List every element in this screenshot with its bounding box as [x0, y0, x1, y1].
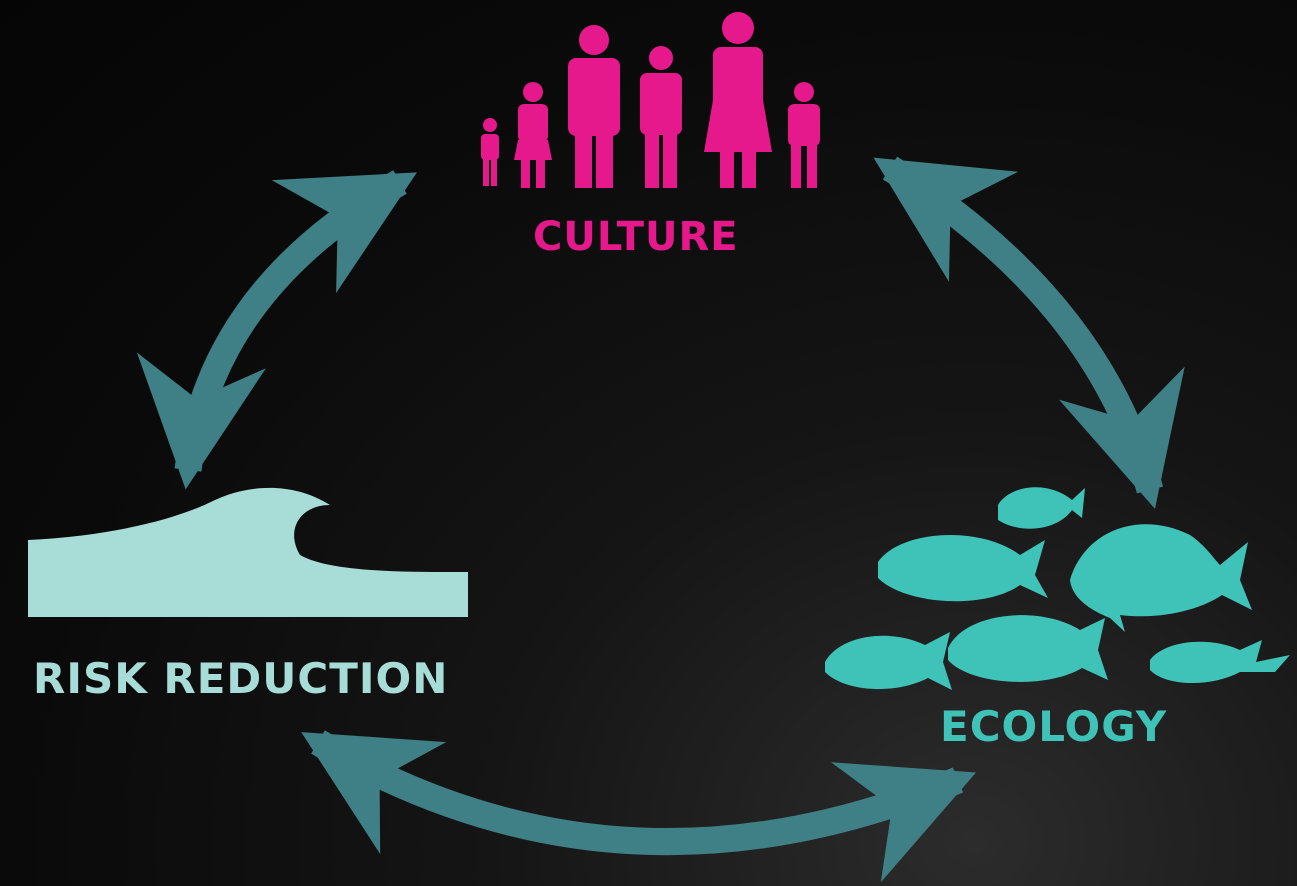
arrow-culture-risk: [136, 170, 417, 490]
fish-school-icon: [825, 487, 1290, 690]
ocean-wave-icon: [28, 487, 468, 617]
people-family-icon: [481, 12, 820, 188]
culture-label: CULTURE: [533, 214, 739, 260]
ecology-label: ECOLOGY: [940, 702, 1168, 751]
arrow-culture-ecology: [873, 156, 1185, 509]
risk-reduction-label: RISK REDUCTION: [33, 654, 449, 703]
arrow-risk-ecology: [301, 730, 977, 883]
